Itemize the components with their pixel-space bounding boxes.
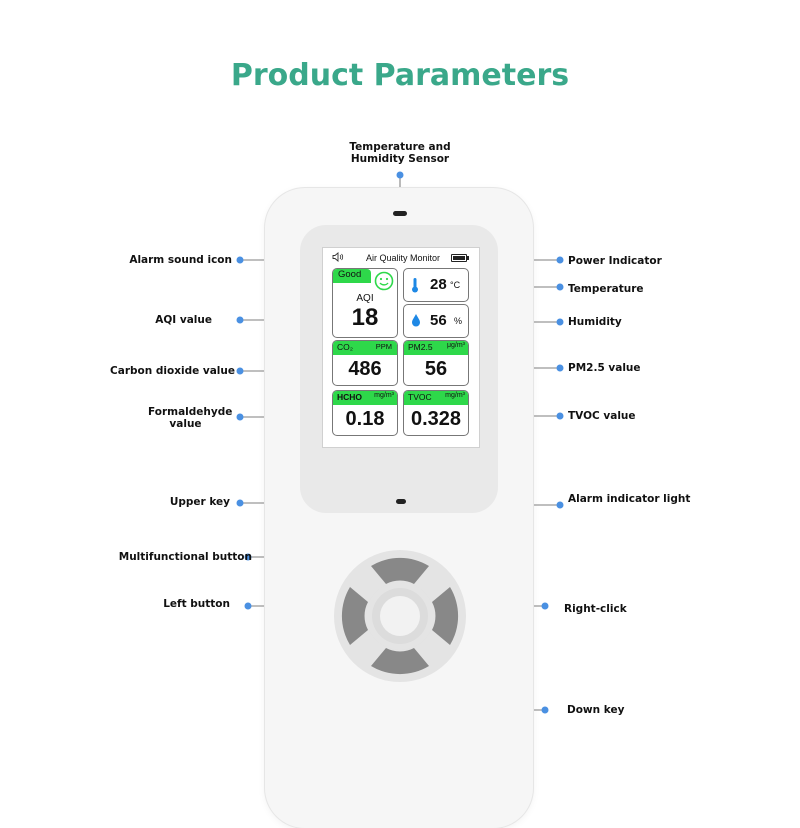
hcho-value: 0.18: [345, 408, 385, 430]
page-title: Product Parameters: [230, 58, 570, 93]
callout-dot: [236, 316, 244, 324]
label-power-indicator: Power Indicator: [568, 255, 662, 267]
label-temperature: Temperature: [568, 283, 644, 295]
pm25-unit: μg/m³: [446, 342, 465, 349]
callout-dot: [236, 499, 244, 507]
co2-value: 486: [348, 358, 382, 380]
left-button: [341, 587, 368, 645]
callout-dot: [556, 412, 564, 420]
aqi-label: AQI: [356, 293, 374, 304]
tvoc-value: 0.328: [410, 408, 462, 430]
humidity-value: 56: [430, 312, 447, 329]
callout-dot: [556, 501, 564, 509]
label-co2-value: Carbon dioxide value: [110, 365, 235, 377]
callout-dot: [236, 256, 244, 264]
callout-dot: [556, 283, 564, 291]
humidity-unit: %: [454, 316, 463, 326]
pm25-header: PM2.5 μg/m³: [404, 341, 468, 355]
callout-dot: [244, 602, 252, 610]
callout-dot: [541, 602, 549, 610]
thermometer-icon: [410, 277, 420, 298]
multifunctional-button-face: [380, 596, 420, 636]
pm25-tile: PM2.5 μg/m³ 56: [403, 340, 469, 386]
screen-title: Air Quality Monitor: [366, 253, 441, 263]
hcho-label: HCHO: [337, 392, 363, 402]
label-down-key: Down key: [567, 704, 625, 716]
hcho-header: HCHO mg/m³: [333, 391, 397, 405]
temperature-value: 28: [430, 276, 447, 293]
callout-dot: [556, 256, 564, 264]
smiley-icon: [374, 271, 394, 296]
callout-dot: [236, 413, 244, 421]
temperature-tile: 28 °C: [403, 268, 469, 302]
callout-dot: [541, 706, 549, 714]
co2-header: CO₂ PPM: [333, 341, 397, 355]
hcho-unit: mg/m³: [374, 392, 394, 399]
callout-dot: [396, 171, 404, 179]
callout-dot: [236, 367, 244, 375]
tvoc-unit: mg/m³: [445, 392, 465, 399]
pm25-value: 56: [424, 358, 448, 380]
label-pm25-value: PM2.5 value: [568, 362, 641, 374]
temp-humidity-sensor-slot: [393, 211, 407, 216]
co2-unit: PPM: [375, 342, 392, 351]
aqi-status-header: Good: [333, 269, 371, 283]
label-alarm-indicator-light: Alarm indicator light: [568, 493, 691, 505]
label-aqi-value: AQI value: [155, 314, 212, 326]
label-tvoc-value: TVOC value: [568, 410, 636, 422]
speaker-icon: [332, 252, 344, 265]
tvoc-header: TVOC mg/m³: [404, 391, 468, 405]
label-left-button: Left button: [163, 598, 230, 610]
hcho-tile: HCHO mg/m³ 0.18: [332, 390, 398, 436]
label-formaldehyde-value: Formaldehyde value: [148, 406, 233, 430]
label-upper-key: Upper key: [169, 496, 230, 508]
tvoc-tile: TVOC mg/m³ 0.328: [403, 390, 469, 436]
label-humidity: Humidity: [568, 316, 622, 328]
label-alarm-sound-icon: Alarm sound icon: [129, 254, 232, 266]
callout-dot: [556, 364, 564, 372]
down-key: [371, 648, 429, 675]
battery-icon: [451, 254, 469, 262]
dpad-keys: [341, 557, 459, 675]
co2-tile: CO₂ PPM 486: [332, 340, 398, 386]
aqi-tile: Good AQI 18: [332, 268, 398, 338]
label-temp-humidity-sensor: Temperature and Humidity Sensor: [349, 141, 451, 165]
label-multifunctional-button: Multifunctional button: [118, 551, 252, 563]
aqi-status: Good: [338, 269, 362, 280]
alarm-indicator-light: [396, 499, 406, 504]
water-drop-icon: [410, 313, 422, 332]
tvoc-label: TVOC: [408, 392, 432, 402]
label-right-click: Right-click: [564, 603, 627, 615]
right-click-button: [432, 587, 459, 645]
co2-label: CO₂: [337, 342, 354, 352]
aqi-value: 18: [351, 304, 379, 331]
temperature-unit: °C: [450, 280, 461, 290]
humidity-tile: 56 %: [403, 304, 469, 338]
upper-key: [371, 557, 429, 584]
pm25-label: PM2.5: [408, 342, 433, 352]
callout-dot: [556, 318, 564, 326]
